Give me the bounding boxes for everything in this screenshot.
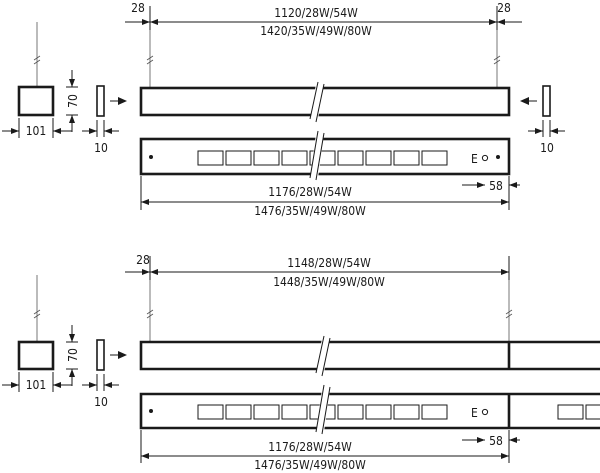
top-emergency-label: E — [471, 152, 478, 166]
bottom-endcap-left — [96, 339, 105, 371]
top-dim-length-a: 1120/28W/54W — [274, 6, 358, 20]
bottom-dim-length-a: 1148/28W/54W — [287, 256, 371, 270]
top-dim-offset-right: 28 — [497, 1, 511, 15]
bottom-dim-body-a: 1176/28W/54W — [268, 440, 352, 454]
top-dim-height: 70 — [66, 94, 80, 108]
top-dim-body-a: 1176/28W/54W — [268, 185, 352, 199]
top-endcap-right — [542, 85, 551, 117]
bottom-dim-end-offset: 58 — [489, 434, 503, 448]
top-dim-end-offset: 58 — [489, 179, 503, 193]
bottom-cross-section — [17, 340, 55, 371]
top-dim-body-b: 1476/35W/49W/80W — [254, 204, 366, 218]
bottom-emergency-label: E — [471, 406, 478, 420]
top-body-bottom-view — [139, 137, 511, 176]
top-cross-section — [17, 85, 55, 117]
top-dim-length-b: 1420/35W/49W/80W — [260, 24, 372, 38]
bottom-body-side — [139, 340, 600, 371]
bottom-led-windows — [197, 404, 600, 420]
bottom-drawing: 28 1148/28W/54W 1448/35W/49W/80W 70 101 — [2, 253, 600, 472]
top-dim-offset-left: 28 — [131, 1, 145, 15]
bottom-dim-body-b: 1476/35W/49W/80W — [254, 458, 366, 472]
top-drawing: 28 28 1120/28W/54W 1420/35W/49W/80W 70 1… — [2, 1, 565, 218]
bottom-dim-height: 70 — [66, 348, 80, 362]
top-dim-endcap-right: 10 — [540, 141, 554, 155]
top-endcap-left — [96, 85, 105, 117]
bottom-dim-offset-left: 28 — [136, 253, 150, 267]
top-body-side — [139, 86, 511, 117]
bottom-dim-width: 101 — [26, 378, 47, 392]
top-dim-width: 101 — [26, 124, 47, 138]
bottom-body-bottom-view — [139, 392, 600, 430]
top-dim-endcap-left: 10 — [94, 141, 108, 155]
bottom-dim-endcap-left: 10 — [94, 395, 108, 409]
bottom-dim-length-b: 1448/35W/49W/80W — [273, 275, 385, 289]
top-led-windows — [197, 150, 448, 166]
